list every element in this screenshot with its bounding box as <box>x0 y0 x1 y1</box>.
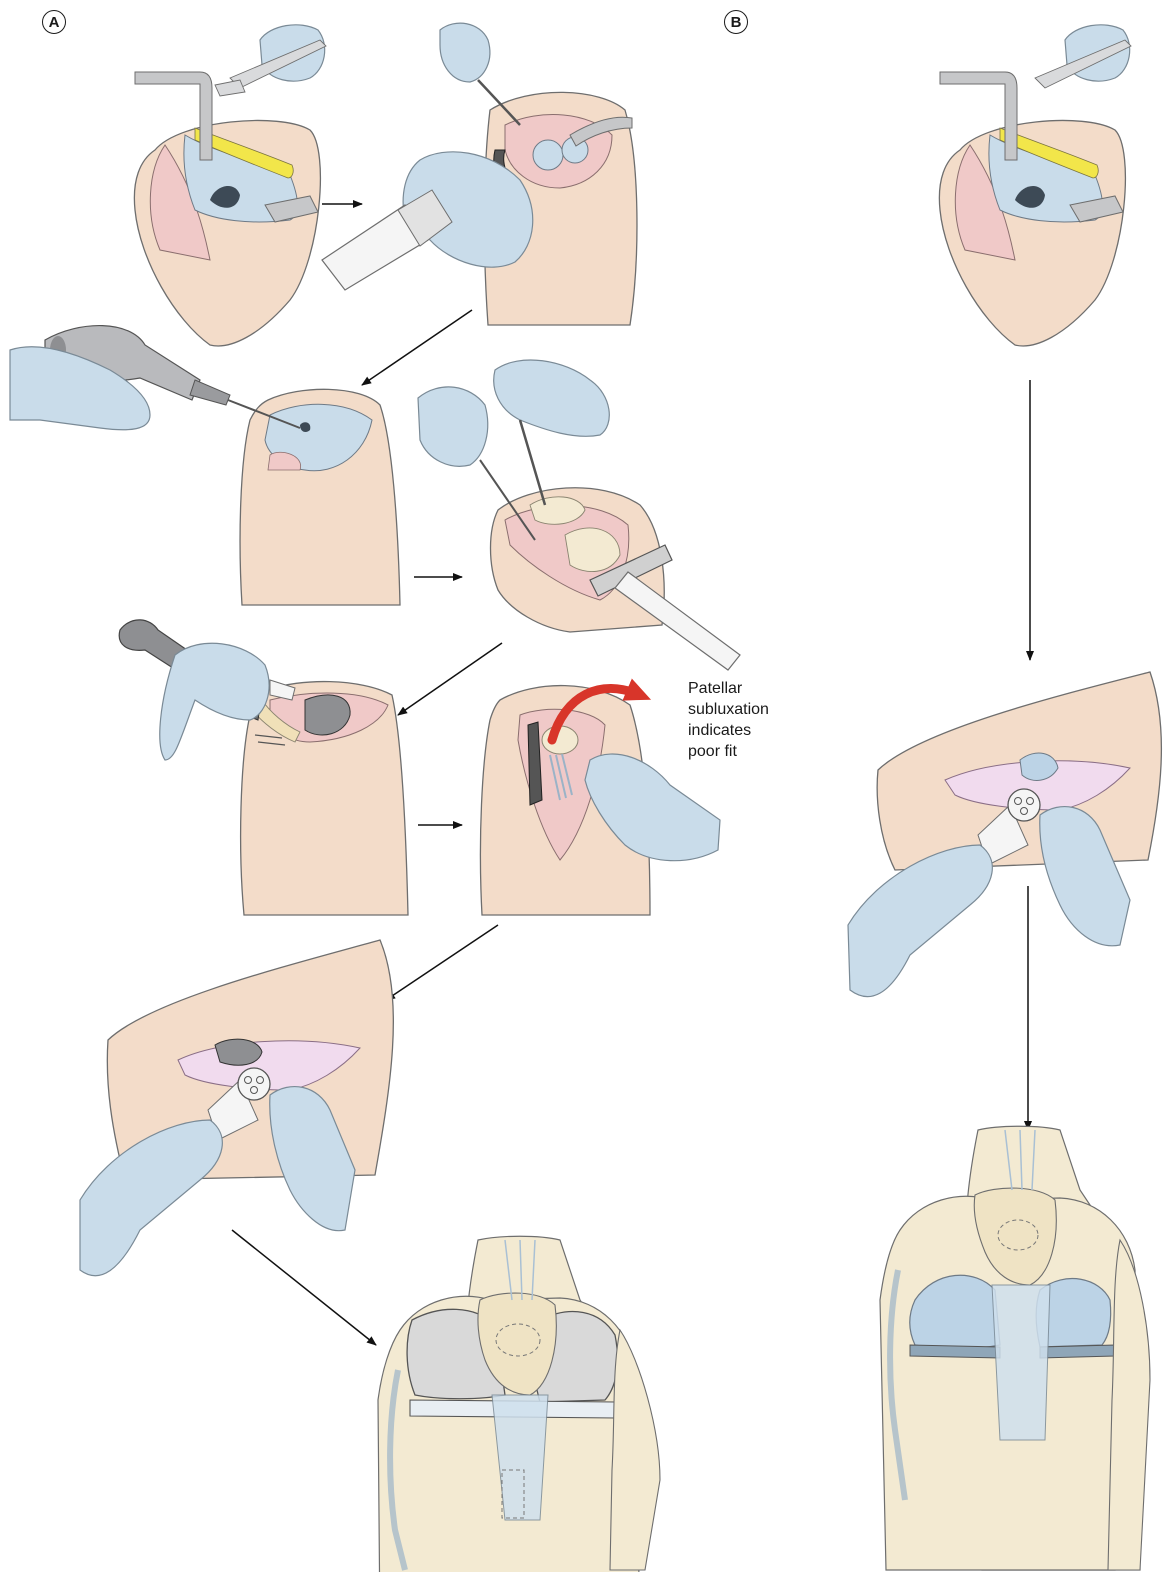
flow-arrow <box>386 925 498 1000</box>
patella-trial-icon <box>1008 789 1040 821</box>
drilling-step <box>10 326 400 605</box>
annotation-line: indicates <box>688 720 798 741</box>
patella-step-b <box>848 672 1161 997</box>
flow-arrow <box>232 1230 376 1345</box>
trial-step <box>480 686 720 915</box>
annotation-line: subluxation <box>688 699 798 720</box>
glove-icon <box>440 23 490 82</box>
result-knee-a <box>378 1236 660 1572</box>
exposure-step-a <box>134 25 326 346</box>
guide-placement-step <box>322 23 637 325</box>
exposure-step-b <box>939 25 1131 346</box>
glove-icon <box>80 1120 222 1276</box>
flow-arrow <box>398 643 502 715</box>
patella-trial-icon <box>238 1068 270 1100</box>
result-knee-b <box>880 1126 1150 1570</box>
annotation-line: Patellar <box>688 678 798 699</box>
glove-icon <box>418 387 488 466</box>
patellar-subluxation-annotation: Patellar subluxation indicates poor fit <box>688 678 798 762</box>
glove-icon <box>494 360 610 436</box>
flow-arrow <box>362 310 472 385</box>
patella-step-a <box>80 940 393 1276</box>
impaction-step <box>119 620 408 915</box>
annotation-line: poor fit <box>688 741 798 762</box>
cutting-guide-step <box>418 360 740 670</box>
glove-icon <box>848 845 992 997</box>
